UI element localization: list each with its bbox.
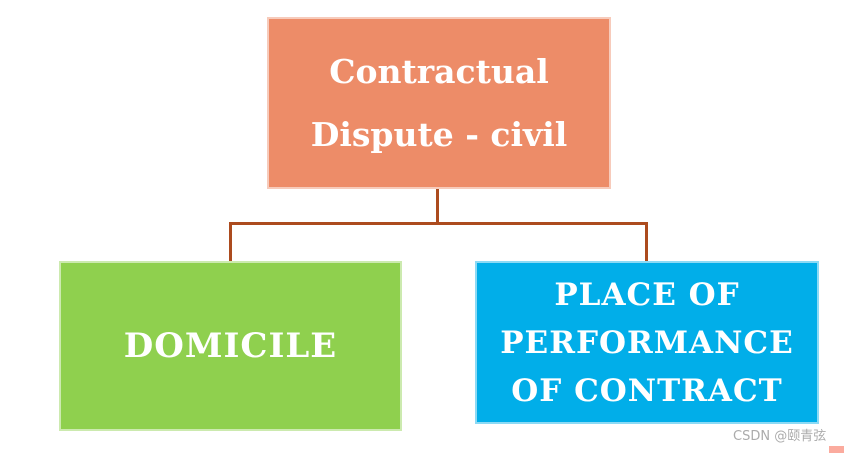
- node-domicile: DOMICILE: [59, 261, 402, 431]
- connector-left-drop: [229, 222, 232, 261]
- connector-horizontal-bar: [229, 222, 648, 225]
- node-place-of-performance: PLACE OF PERFORMANCE OF CONTRACT: [475, 261, 819, 424]
- node-place-of-performance-label-line2: PERFORMANCE: [500, 324, 794, 361]
- node-contractual-dispute-label-line1: Contractual: [329, 52, 549, 91]
- node-contractual-dispute-label-line2: Dispute - civil: [310, 115, 568, 154]
- node-place-of-performance-label-line1: PLACE OF: [554, 276, 740, 313]
- node-contractual-dispute: Contractual Dispute - civil: [267, 17, 611, 189]
- connector-root-stem: [436, 189, 439, 223]
- connector-right-drop: [645, 222, 648, 261]
- node-domicile-label: DOMICILE: [123, 326, 338, 366]
- watermark-text: CSDN @颐青弦: [733, 429, 827, 444]
- csdn-logo-fragment: [829, 446, 844, 453]
- node-place-of-performance-label-line3: OF CONTRACT: [511, 372, 783, 409]
